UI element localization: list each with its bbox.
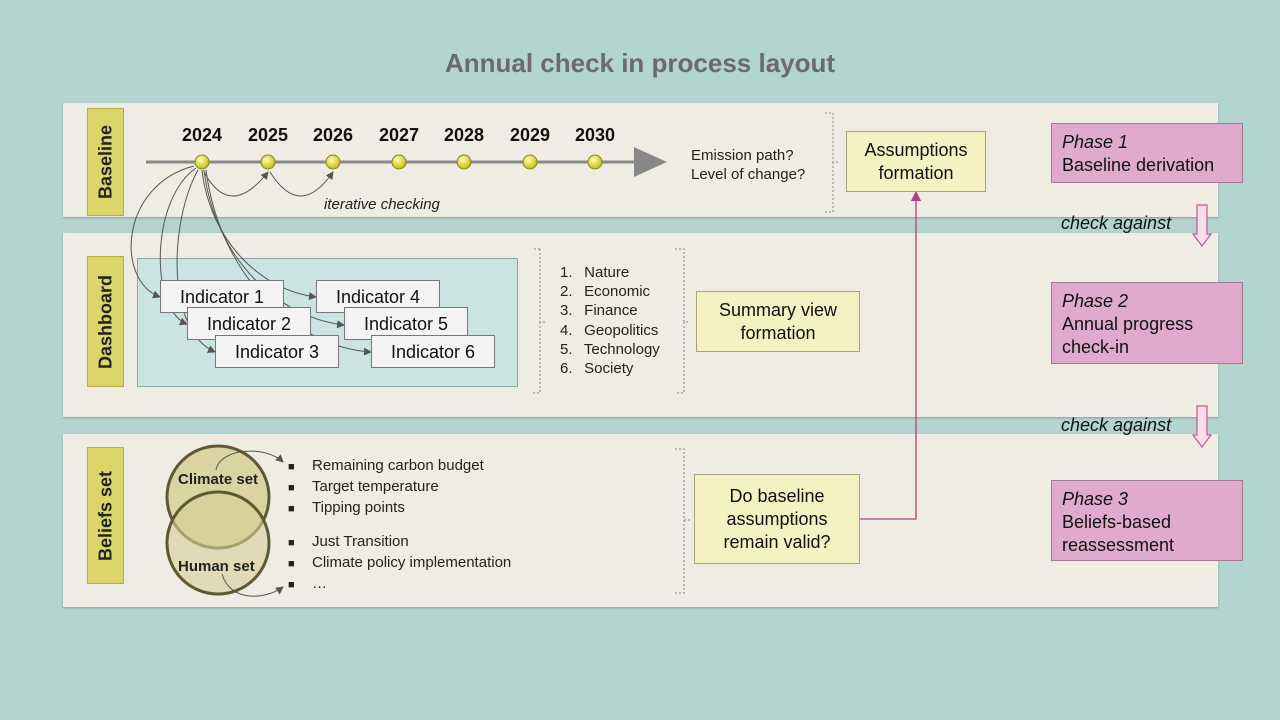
baseline-tag: Baseline [87,108,124,216]
phase-3-box: Phase 3 Beliefs-based reassessment [1051,480,1243,561]
baseline-questions: Emission path? Level of change? [691,146,805,184]
climate-set-arrow [215,450,284,471]
box-line: assumptions [726,508,828,529]
check-against-label: check against [1061,213,1172,233]
phase-name: Baseline derivation [1062,155,1215,175]
list-item: 2. Economic [560,283,651,301]
list-item: 4. Geopolitics [560,321,659,339]
year-label: 2024 [181,125,223,145]
year-label: 2025 [247,125,289,145]
baseline-valid-box: Do baseline assumptions remain valid? [694,474,860,564]
iterative-checking-label: iterative checking [324,196,440,213]
list-item: ■Climate policy implementation [288,554,512,571]
climate-set-label: Climate set [178,471,259,488]
check-against-arrow-1 [1191,204,1213,247]
list-item: ■Target temperature [288,478,439,495]
year-label: 2030 [574,125,616,145]
assumptions-formation-box: Assumptions formation [846,131,986,192]
list-bracket-left [532,248,547,394]
check-against-arrow-2 [1191,405,1213,448]
list-item: 5. Technology [560,340,660,358]
arrow-to-indicator-5 [203,169,345,329]
iterative-arc [203,171,269,197]
human-set-circle [165,490,271,596]
indicator-arrows [130,165,372,356]
feedback-arrow [859,190,922,520]
phase-1-box: Phase 1 Baseline derivation [1051,123,1243,183]
box-line: Assumptions [864,139,968,160]
arrow-to-indicator-1 [130,165,195,299]
phase-title: Phase 3 [1062,489,1129,509]
list-item: ■Tipping points [288,499,405,516]
arrow-to-indicator-4 [201,169,317,301]
phase-name: Annual progress [1062,314,1194,334]
box-line: Do baseline [729,485,825,506]
indicator-3: Indicator 3 [215,335,339,368]
timeline-dot [456,154,472,170]
year-label: 2027 [378,125,420,145]
box-line: formation [740,322,816,343]
list-item: 6. Society [560,360,634,378]
list-item: 1. Nature [560,264,630,281]
indicator-5: Indicator 5 [344,307,468,340]
list-item: 3. Finance [560,302,638,320]
timeline-dot [325,154,341,170]
human-set-label: Human set [178,558,255,575]
human-set-arrow [221,573,284,597]
summary-view-box: Summary view formation [696,291,860,352]
phase-title: Phase 1 [1062,132,1129,152]
phase-name: Beliefs-based [1062,512,1172,532]
dashboard-tag: Dashboard [87,256,124,387]
phase-name: check-in [1062,337,1130,357]
human-bullets: ■Just Transition ■Climate policy impleme… [288,532,511,595]
baseline-bracket [825,112,838,213]
year-label: 2026 [312,125,354,145]
year-label: 2028 [443,125,485,145]
indicator-2: Indicator 2 [187,307,311,340]
page-title: Annual check in process layout [444,48,836,78]
timeline-dot [391,154,407,170]
iterative-arc [269,171,334,197]
timeline-dots [194,154,603,170]
box-line: remain valid? [723,531,831,552]
timeline-dot [587,154,603,170]
phase-name: reassessment [1062,535,1175,555]
list-item: ■Just Transition [288,533,409,550]
check-against-label: check against [1061,415,1172,435]
phase-2-box: Phase 2 Annual progress check-in [1051,282,1243,364]
box-line: Summary view [718,299,838,320]
list-item: ■… [288,575,327,592]
year-label: 2029 [509,125,551,145]
question-level-of-change: Level of change? [691,166,806,183]
beliefs-tag: Beliefs set [87,447,124,584]
beliefs-bracket [675,448,690,594]
arrow-to-indicator-2 [159,167,197,326]
timeline-dot [260,154,276,170]
category-list: 1. Nature 2. Economic 3. Finance 4. Geop… [560,263,660,378]
climate-bullets: ■Remaining carbon budget ■Target tempera… [288,456,484,519]
timeline-dot [194,154,210,170]
timeline-dot [522,154,538,170]
box-line: formation [878,162,954,183]
phase-title: Phase 2 [1062,291,1129,311]
question-emission-path: Emission path? [691,147,794,164]
list-bracket-right [675,248,690,394]
indicator-6: Indicator 6 [371,335,495,368]
arrow-to-indicator-3 [176,169,216,353]
list-item: ■Remaining carbon budget [288,457,484,474]
